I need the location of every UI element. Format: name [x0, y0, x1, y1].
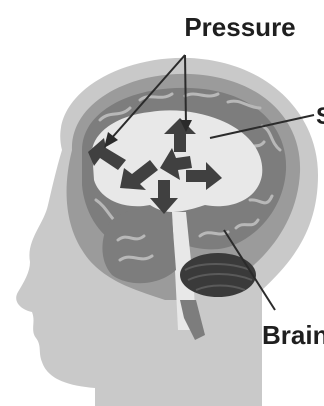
brain-label: Brain: [262, 320, 324, 350]
temporal-lobe: [102, 209, 176, 283]
cut-off-label: S: [316, 103, 324, 130]
pressure-label: Pressure: [184, 12, 295, 42]
pressure-leader-right: [185, 55, 186, 125]
